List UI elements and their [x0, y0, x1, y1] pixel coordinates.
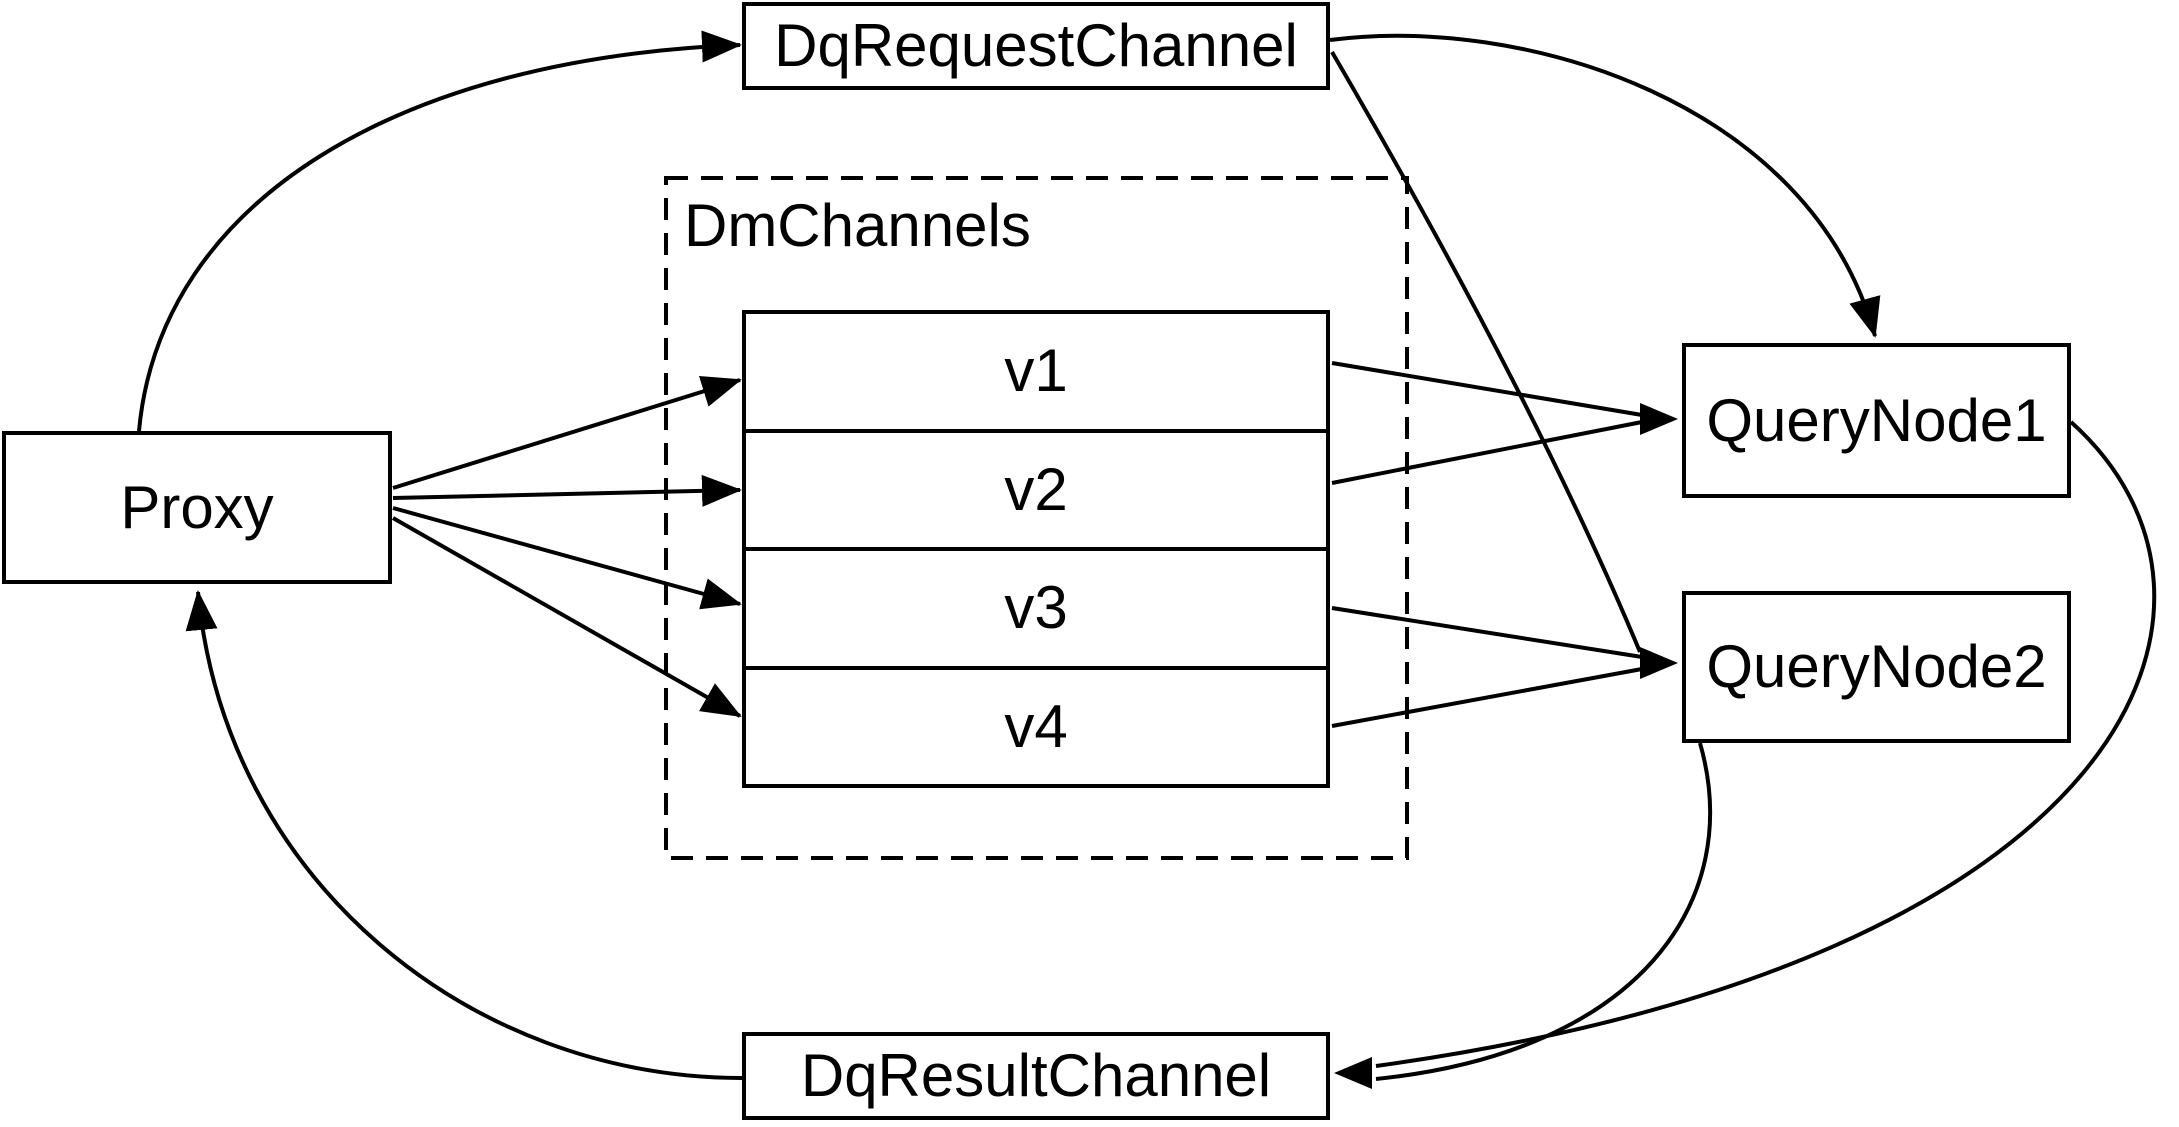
edge-v1-to-querynode1	[1331, 361, 1643, 417]
channel-row-v1: v1	[1004, 337, 1068, 405]
dm-channels-dashed-border	[664, 176, 1409, 860]
edge-v3-to-querynode2	[1331, 606, 1643, 659]
node-query-node-2: QueryNode2	[1682, 591, 2071, 743]
node-proxy-label: Proxy	[120, 473, 274, 541]
node-query-node-1-label: QueryNode1	[1706, 386, 2047, 454]
edge-dqrequestchannel-to-querynode2	[1330, 50, 1642, 653]
arrowhead-querynode1-left	[1640, 403, 1678, 435]
node-proxy: Proxy	[2, 431, 392, 584]
node-dq-result-channel-label: DqResultChannel	[800, 1042, 1272, 1109]
arrowhead-querynode2-left	[1640, 647, 1678, 679]
arrowhead-dqresultchannel-right	[1334, 1057, 1372, 1089]
dm-channels-title: DmChannels	[684, 192, 1031, 259]
edge-proxy-to-v1	[392, 376, 742, 490]
edge-dqrequestchannel-to-querynode1	[1329, 33, 1881, 338]
dm-channels-table: v1 v2 v3 v4	[742, 310, 1330, 788]
edge-querynode2-to-dqresultchannel	[1375, 742, 1713, 1081]
edge-proxy-to-dqrequestchannel	[137, 30, 742, 432]
channel-row-v2: v2	[746, 428, 1326, 548]
node-query-node-1: QueryNode1	[1682, 343, 2071, 498]
edge-dqresultchannel-to-proxy	[185, 590, 743, 1080]
edge-proxy-to-v4	[392, 516, 742, 718]
edge-proxy-to-v3	[392, 506, 742, 610]
channel-row-v3: v3	[746, 547, 1326, 666]
node-dq-result-channel: DqResultChannel	[742, 1032, 1330, 1120]
node-dq-request-channel: DqRequestChannel	[742, 2, 1330, 90]
edge-proxy-to-v2	[392, 474, 742, 507]
edge-querynode1-to-dqresultchannel	[1375, 420, 2157, 1068]
node-query-node-2-label: QueryNode2	[1706, 633, 2047, 700]
edge-v4-to-querynode2	[1331, 667, 1643, 728]
channel-row-v4: v4	[746, 665, 1326, 785]
edge-v2-to-querynode1	[1331, 420, 1643, 485]
node-dq-request-channel-label: DqRequestChannel	[774, 12, 1298, 79]
